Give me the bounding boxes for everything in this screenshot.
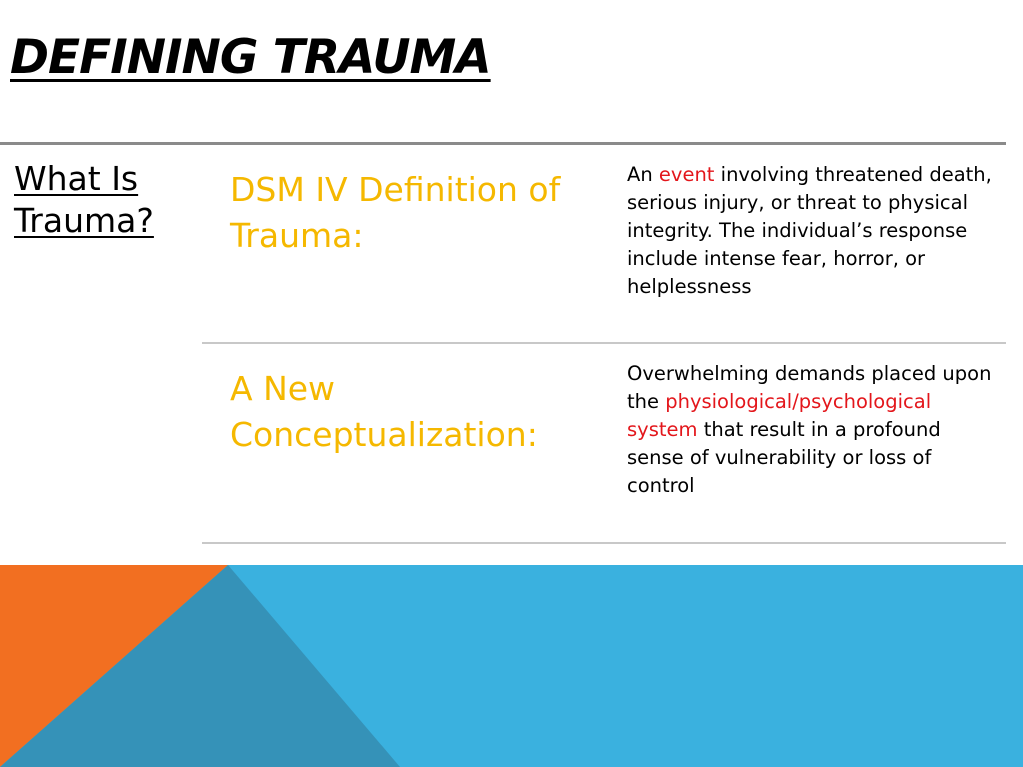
title-divider — [0, 142, 1006, 145]
band-dark-blue-triangle — [0, 565, 400, 767]
decorative-color-band — [0, 565, 1023, 767]
side-heading-line-1: What Is — [14, 159, 139, 198]
definition-new-conceptualization: Overwhelming demands placed upon the phy… — [627, 360, 1002, 500]
definition-row-new: A New Conceptualization: Overwhelming de… — [202, 344, 1006, 544]
definition-dsm-iv: An event involving threatened death, ser… — [627, 161, 1002, 301]
highlight-system: physiological/psychological system — [627, 390, 932, 441]
highlight-event: event — [658, 163, 715, 186]
definition-row-dsm: DSM IV Definition of Trauma: An event in… — [202, 145, 1006, 344]
decorative-band-graphic — [0, 565, 1023, 767]
definition-text: Overwhelming demands placed upon the — [627, 362, 992, 413]
term-dsm-iv: DSM IV Definition of Trauma: — [230, 170, 561, 255]
side-heading: What Is Trauma? — [14, 158, 154, 242]
definition-text: An — [627, 163, 659, 186]
definition-text: that result in a profound sense of vulne… — [627, 418, 941, 497]
definition-text: involving threatened death, serious inju… — [627, 163, 992, 298]
slide-title: DEFINING TRAUMA — [10, 30, 492, 85]
side-heading-line-2: Trauma? — [14, 201, 154, 240]
term-new-conceptualization: A New Conceptualization: — [230, 369, 538, 454]
